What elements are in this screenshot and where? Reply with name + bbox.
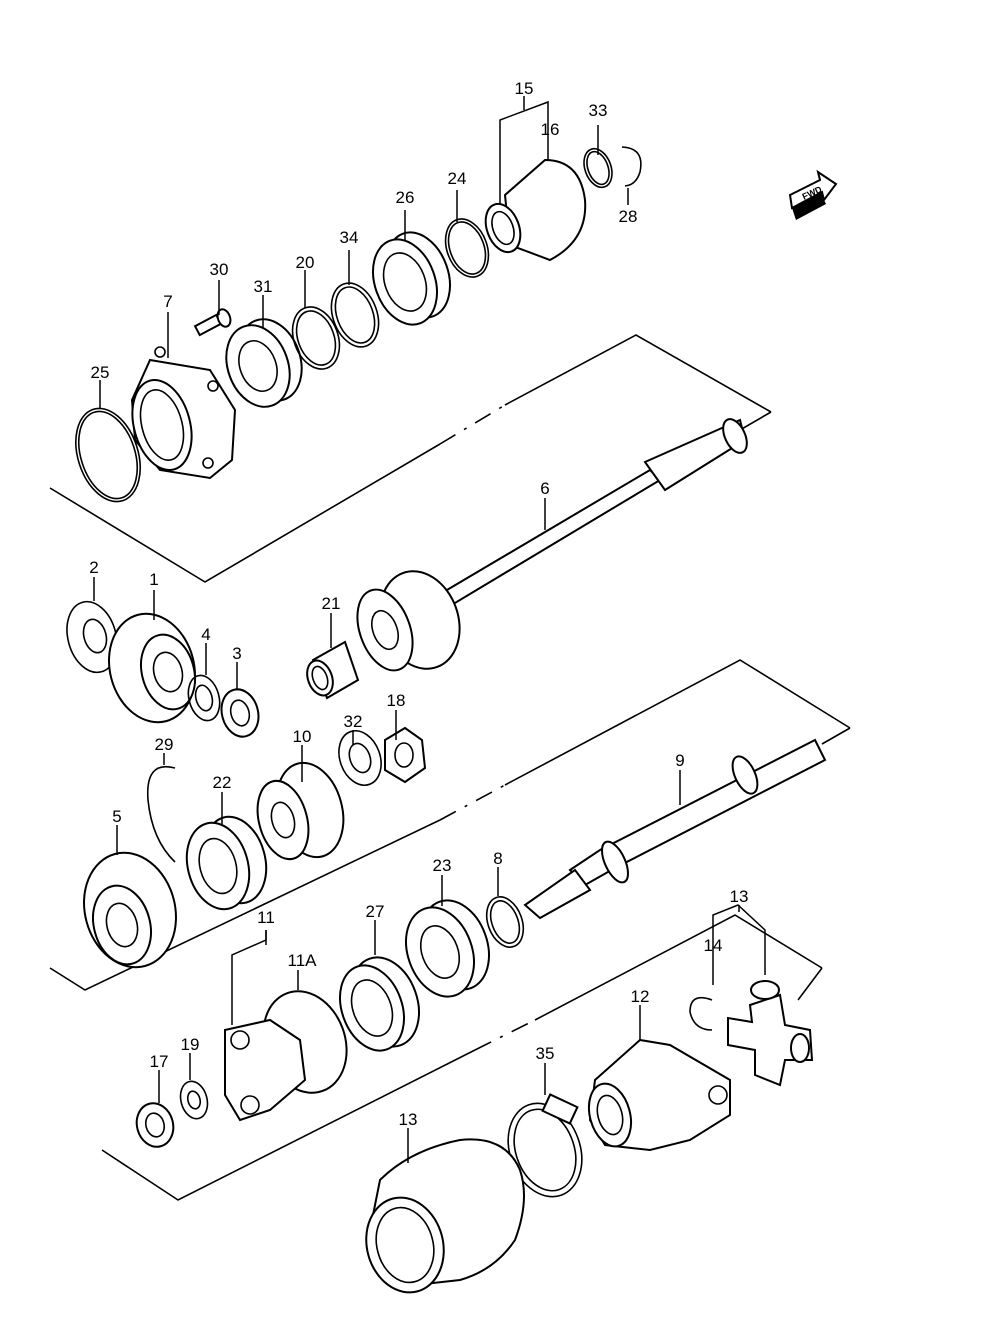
callout-29: 28: [619, 207, 638, 226]
callout-22: 21: [322, 594, 341, 613]
part-7-housing: [130, 346, 237, 480]
callout-1: 1: [149, 570, 158, 589]
part-34-ring: [583, 147, 613, 189]
callout-14: 13: [730, 887, 749, 906]
callout-15: 14: [704, 936, 723, 955]
part-13-boot: [365, 1138, 525, 1294]
part-15-circlip: [689, 996, 713, 1031]
part-33-washer: [338, 730, 382, 786]
callout-6: 6: [540, 479, 549, 498]
panel-output: [101, 914, 823, 1201]
part-18-nut: [135, 1102, 175, 1148]
part-17-sleeve: [484, 158, 587, 262]
callout-10: 10: [293, 727, 312, 746]
part-27-bearing: [372, 231, 451, 326]
part-20-washer: [179, 1080, 209, 1120]
callout-8: 8: [493, 849, 502, 868]
part-10-gear: [256, 761, 345, 861]
callout-35: 34: [340, 228, 359, 247]
callout-19: 18: [387, 691, 406, 710]
callout-2: 2: [89, 558, 98, 577]
part-24-bearing: [405, 899, 490, 998]
callout-30: 29: [155, 735, 174, 754]
part-4-washer: [187, 674, 221, 722]
part-2-washer: [66, 600, 118, 674]
part-5-bevel-gear: [83, 851, 177, 969]
callout-34: 33: [589, 101, 608, 120]
callout-11A: 11A: [288, 951, 318, 970]
part-12-yoke: [587, 1038, 731, 1152]
callout-17: 16: [541, 120, 560, 139]
part-1-bevel-gear: [108, 612, 196, 724]
part-22-needle-bearing: [306, 640, 360, 700]
part-22-gear: [356, 570, 461, 672]
callout-labels: 15 16 33 28 24 26 34 20 30 31 7 25 6 2 1…: [89, 79, 748, 1129]
callout-31: 30: [210, 260, 229, 279]
callout-4: 4: [201, 625, 210, 644]
callout-26: 25: [91, 363, 110, 382]
part-26-o-ring: [75, 407, 141, 503]
callout-16: 15: [515, 79, 534, 98]
part-35-circlip: [330, 282, 380, 348]
part-11-yoke: [224, 990, 348, 1122]
callout-12: 12: [631, 987, 650, 1006]
part-6-shaft: [428, 418, 748, 614]
fwd-arrow-icon: FWD: [788, 169, 838, 220]
part-28-seal: [339, 956, 420, 1052]
callout-18: 17: [150, 1052, 169, 1071]
callout-33: 32: [344, 712, 363, 731]
callout-20: 19: [181, 1035, 200, 1054]
part-32-bearing: [225, 318, 303, 408]
leader-lines: [93, 96, 766, 1163]
callout-13: 13: [399, 1110, 418, 1129]
callout-36: 35: [536, 1044, 555, 1063]
callout-11: 11: [257, 908, 275, 927]
part-9-shaft: [523, 738, 827, 920]
callout-23: 22: [213, 773, 232, 792]
callout-27: 26: [396, 188, 415, 207]
part-31-bolt: [193, 308, 232, 337]
callout-7: 7: [163, 292, 172, 311]
part-29-circlip: [621, 146, 642, 187]
callout-21: 20: [296, 253, 315, 272]
part-14-cross-joint: [727, 980, 814, 1087]
callout-3: 3: [232, 644, 241, 663]
panel-shaft-6: [49, 334, 772, 583]
callout-32: 31: [254, 277, 273, 296]
part-8-ring: [485, 896, 525, 948]
panel-shaft-9: [49, 659, 851, 991]
callout-5: 5: [112, 807, 121, 826]
callout-28: 27: [366, 902, 385, 921]
part-3-nut: [220, 688, 260, 738]
callout-25: 24: [448, 169, 467, 188]
part-30-circlip: [146, 765, 176, 863]
callout-24: 23: [433, 856, 452, 875]
callout-9: 9: [675, 751, 684, 770]
part-19-nut: [384, 726, 427, 784]
part-23-bearing: [185, 815, 268, 911]
